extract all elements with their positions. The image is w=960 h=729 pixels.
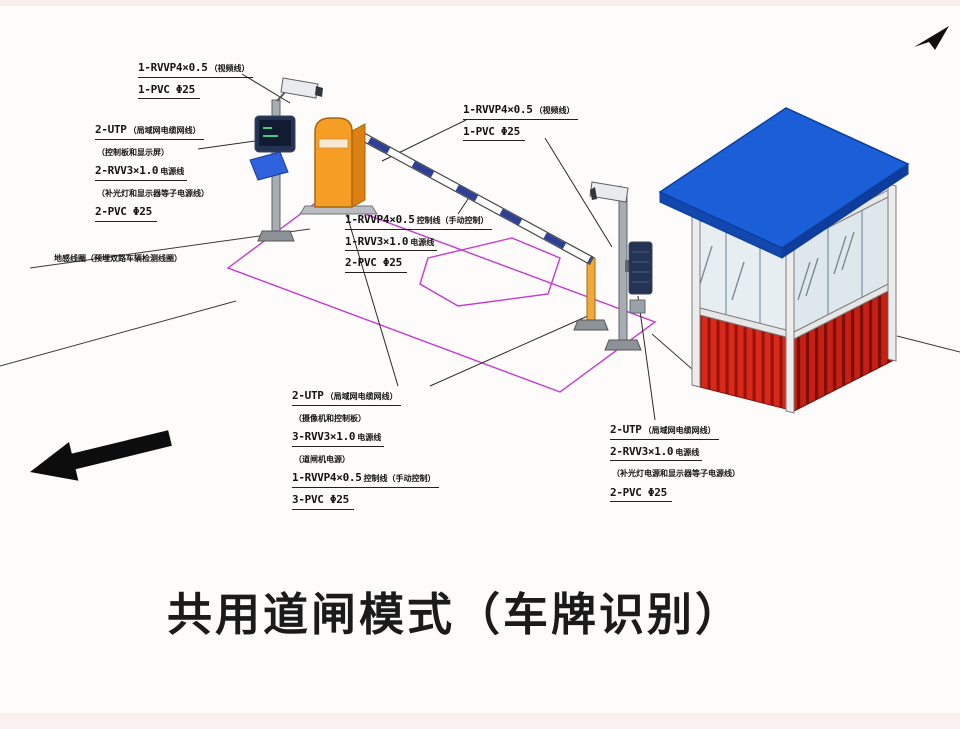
cable-label: （补光灯电源和显示器等子电源线） bbox=[610, 463, 743, 482]
reader-box bbox=[629, 299, 646, 314]
road-lines bbox=[0, 228, 960, 377]
entry-camera-pole bbox=[249, 77, 323, 242]
cable-label-note: （道闸机电源） bbox=[294, 454, 350, 464]
barrier-gate-machine bbox=[299, 117, 378, 215]
lpr-camera-pole bbox=[589, 181, 653, 351]
cable-label: 2-UTP（局域网电缆网线） bbox=[95, 120, 204, 140]
cable-label-note: （补光灯和显示器等子电源线） bbox=[97, 188, 209, 198]
cable-label-main: 2-PVC Φ25 bbox=[610, 485, 667, 499]
cable-label-note: 电源线 bbox=[357, 433, 382, 443]
lane-outline bbox=[226, 197, 657, 393]
scan-tint-top bbox=[0, 0, 960, 6]
cable-label-main: 1-PVC Φ25 bbox=[138, 82, 195, 96]
camera-housing-left bbox=[280, 77, 319, 99]
cable-label-note: 电源线 bbox=[410, 237, 435, 247]
cable-label-main: 3-PVC Φ25 bbox=[292, 492, 349, 506]
booth-roof bbox=[658, 107, 910, 259]
cursor-arrow bbox=[914, 26, 949, 50]
cable-label-main: 3-RVV3×1.0 bbox=[292, 430, 356, 444]
cable-label: 2-PVC Φ25 bbox=[610, 483, 672, 503]
cable-label-note: 控制线（手动控制） bbox=[416, 216, 489, 225]
camera-lens-left bbox=[315, 86, 323, 97]
cable-label: 1-PVC Φ25 bbox=[463, 122, 525, 142]
arm-support-pole bbox=[573, 257, 609, 331]
guard-booth bbox=[658, 107, 910, 414]
camera-lens-right bbox=[590, 187, 597, 200]
cable-label-note: （局域网电缆网线） bbox=[325, 392, 398, 401]
cable-label-main: 2-RVV3×1.0 bbox=[95, 164, 159, 178]
cable-label-note: （摄像机和控制板） bbox=[294, 413, 366, 423]
cable-label-main: 1-RVVP4×0.5 bbox=[292, 471, 362, 485]
cable-label-note: （视频线） bbox=[209, 64, 250, 73]
cable-label: 1-PVC Φ25 bbox=[138, 80, 200, 100]
diagram-title: 共用道闸模式（车牌识别） bbox=[166, 589, 744, 640]
cable-label: （补光灯和显示器等子电源线） bbox=[95, 183, 212, 202]
cable-label-main: 2-PVC Φ25 bbox=[95, 205, 152, 219]
scan-tint-bottom bbox=[0, 713, 960, 729]
cable-label-main: 2-UTP bbox=[95, 123, 127, 136]
cable-label-note: （局域网电缆网线） bbox=[643, 426, 716, 435]
barrier-arm bbox=[353, 129, 595, 265]
cable-label-main: 1-RVVP4×0.5 bbox=[345, 213, 415, 226]
cable-label-main: 1-RVVP4×0.5 bbox=[463, 103, 533, 116]
cable-label-note: 电源线 bbox=[160, 167, 185, 177]
label-group-entry-camera: 1-RVVP4×0.5（视频线） 1-PVC Φ25 bbox=[138, 58, 253, 101]
flood-light bbox=[249, 151, 289, 181]
cable-label-note: 控制线（手动控制） bbox=[363, 474, 436, 484]
display-grille bbox=[632, 251, 649, 283]
cable-label-note: （局域网电缆网线） bbox=[128, 126, 201, 135]
cable-label: 2-UTP（局域网电缆网线） bbox=[292, 386, 401, 406]
cable-label: 1-RVVP4×0.5（视频线） bbox=[463, 100, 578, 120]
cable-label-main: 2-RVV3×1.0 bbox=[610, 444, 674, 458]
window-reflections bbox=[699, 231, 855, 301]
ground-loop-outline bbox=[419, 237, 561, 307]
leader-lines bbox=[197, 73, 656, 421]
cable-label-note: 地感线圈（预埋双路车辆检测线圈） bbox=[54, 254, 182, 263]
machine-panel bbox=[318, 138, 349, 149]
cable-label-main: 1-PVC Φ25 bbox=[463, 124, 520, 138]
cable-label: 3-PVC Φ25 bbox=[292, 490, 354, 510]
led-display-exit bbox=[628, 241, 653, 295]
cable-label: （摄像机和控制板） bbox=[292, 408, 369, 427]
label-group-lpr-camera: 1-RVVP4×0.5（视频线） 1-PVC Φ25 bbox=[463, 100, 578, 143]
cable-label-main: 2-PVC Φ25 bbox=[345, 256, 402, 270]
cable-label: 2-UTP（局域网电缆网线） bbox=[610, 420, 719, 440]
label-group-ground-loop: 地感线圈（预埋双路车辆检测线圈） bbox=[52, 248, 185, 268]
cable-label-main: 1-RVV3×1.0 bbox=[345, 234, 409, 248]
cable-label-note: （补光灯电源和显示器等子电源线） bbox=[612, 469, 740, 479]
window-mullions bbox=[725, 210, 863, 323]
booth-posts bbox=[691, 183, 897, 414]
cable-label-note: （控制板和显示屏） bbox=[97, 147, 169, 157]
cable-label: 2-PVC Φ25 bbox=[345, 253, 407, 273]
cable-label-note: （视频线） bbox=[534, 106, 575, 115]
cable-label-main: 2-UTP bbox=[292, 389, 324, 402]
cable-label: 地感线圈（预埋双路车辆检测线圈） bbox=[52, 248, 185, 267]
cable-label: 1-RVVP4×0.5（视频线） bbox=[138, 58, 253, 78]
direction-arrow bbox=[30, 430, 172, 481]
cable-label-note: 电源线 bbox=[675, 447, 700, 457]
cable-label: （控制板和显示屏） bbox=[95, 142, 172, 161]
cable-label-main: 1-RVVP4×0.5 bbox=[138, 61, 208, 74]
cable-label-main: 2-UTP bbox=[610, 423, 642, 436]
detection-zone bbox=[226, 197, 657, 393]
cable-label: （道闸机电源） bbox=[292, 449, 353, 468]
cable-label: 2-PVC Φ25 bbox=[95, 202, 157, 222]
